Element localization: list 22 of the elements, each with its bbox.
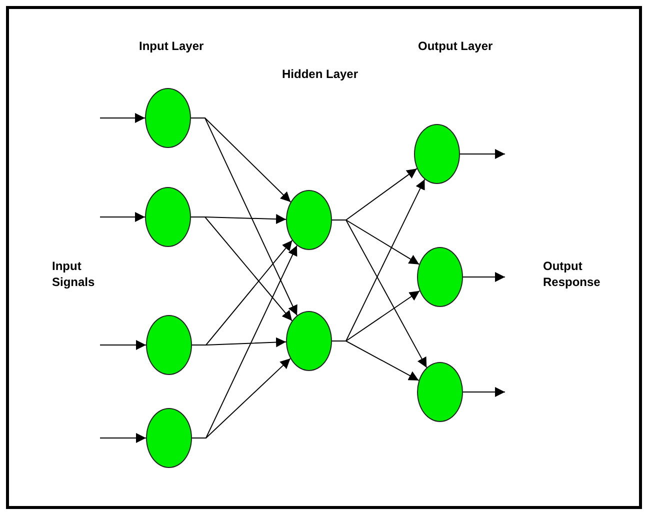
arrow — [100, 212, 146, 222]
arrow — [190, 118, 298, 316]
layer-label: Input Signals — [52, 258, 96, 290]
arrow — [462, 387, 506, 397]
neuron-circle — [414, 124, 460, 184]
layer-label: Hidden Layer — [282, 66, 360, 82]
arrow — [332, 340, 420, 381]
arrow — [100, 433, 146, 443]
layer-label: Input Layer — [139, 38, 205, 54]
arrow — [100, 113, 146, 123]
arrow — [100, 340, 146, 350]
neuron-circle — [286, 311, 332, 371]
neuron-circle — [286, 190, 332, 250]
arrow — [460, 149, 506, 159]
arrow — [192, 358, 291, 438]
neuron-circle — [417, 362, 463, 422]
arrow — [190, 216, 293, 322]
layer-label: Output Response — [543, 258, 602, 290]
arrow — [192, 337, 286, 348]
arrow — [462, 272, 506, 282]
layer-label: Output Layer — [418, 38, 494, 54]
arrow — [332, 220, 428, 368]
